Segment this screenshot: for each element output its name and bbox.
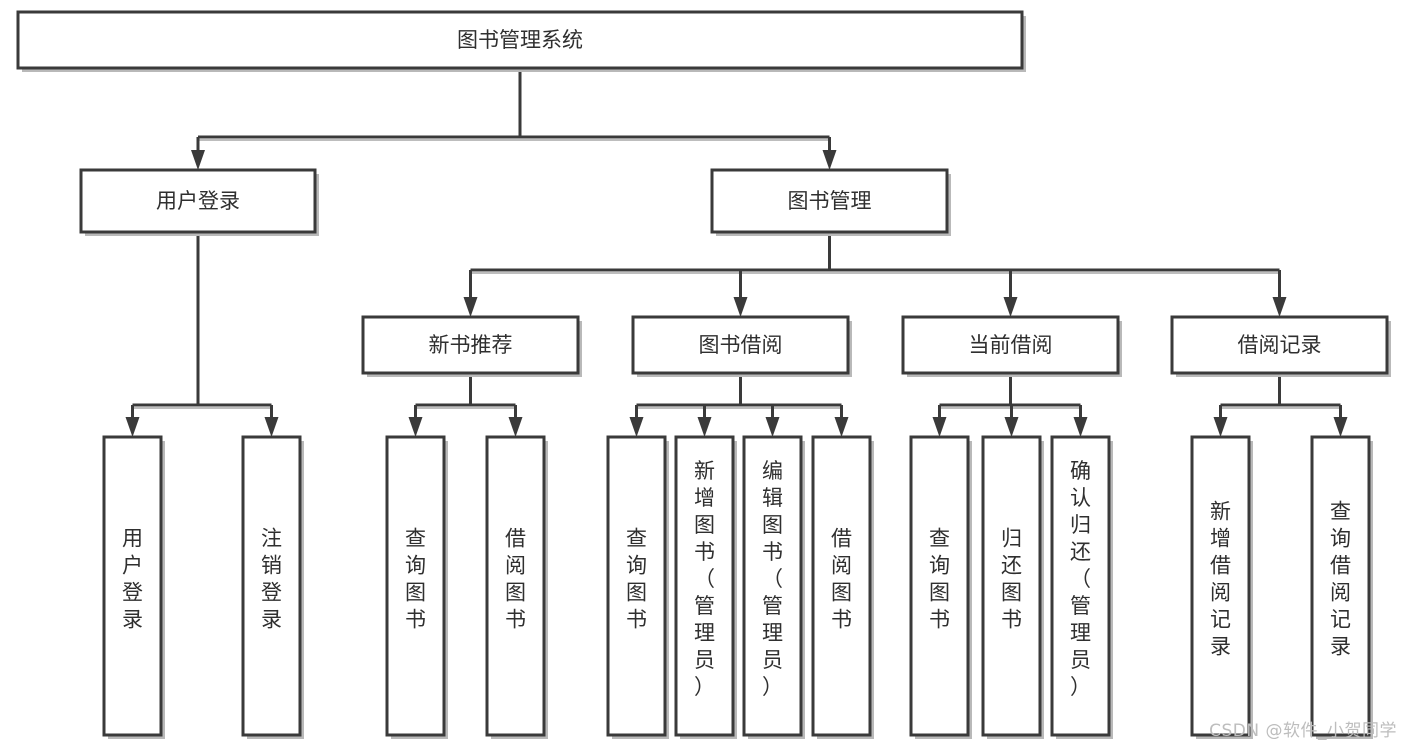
- node-layer: 图书管理系统用户登录图书管理新书推荐图书借阅当前借阅借阅记录用户登录注销登录查询…: [16, 10, 1391, 739]
- node-book-borrow[interactable]: 图书借阅: [631, 315, 852, 377]
- node-leaf-return-book[interactable]: 归还图书: [981, 435, 1044, 739]
- node-book-manage[interactable]: 图书管理: [710, 168, 951, 236]
- node-label: 查询图书: [929, 527, 950, 632]
- node-leaf-edit-book[interactable]: 编辑图书（管理员）: [742, 435, 805, 739]
- node-label: 借阅图书: [831, 527, 852, 632]
- node-label: 图书管理: [788, 189, 872, 213]
- node-label: 注销登录: [261, 527, 282, 632]
- node-leaf-query-book-2[interactable]: 查询图书: [606, 435, 669, 739]
- node-root-图书管理系统[interactable]: 图书管理系统: [16, 10, 1026, 72]
- connector-group: [408, 373, 523, 437]
- node-leaf-confirm-return[interactable]: 确认归还（管理员）: [1050, 435, 1113, 739]
- node-label: 借阅记录: [1238, 333, 1322, 357]
- node-leaf-user-login[interactable]: 用户登录: [102, 435, 165, 739]
- node-label: 查询借阅记录: [1330, 500, 1351, 659]
- node-label: 借阅图书: [505, 527, 526, 632]
- node-borrow-record[interactable]: 借阅记录: [1170, 315, 1391, 377]
- node-label: 确认归还（管理员）: [1070, 459, 1091, 699]
- node-user-login[interactable]: 用户登录: [79, 168, 319, 236]
- connector-group: [629, 373, 849, 437]
- connector-group: [1213, 373, 1348, 437]
- node-label: 编辑图书（管理员）: [762, 459, 783, 699]
- connector-group: [463, 232, 1287, 317]
- connector-layer: [125, 68, 1348, 437]
- node-leaf-query-book-1[interactable]: 查询图书: [385, 435, 448, 739]
- node-leaf-borrow-book-2[interactable]: 借阅图书: [811, 435, 874, 739]
- node-label: 新增借阅记录: [1210, 500, 1231, 659]
- node-label: 图书管理系统: [457, 28, 583, 52]
- node-label: 查询图书: [626, 527, 647, 632]
- node-label: 新书推荐: [429, 333, 513, 357]
- node-leaf-logout[interactable]: 注销登录: [241, 435, 304, 739]
- node-label: 新增图书（管理员）: [694, 459, 715, 699]
- node-label: 当前借阅: [969, 333, 1053, 357]
- connector-group: [932, 373, 1088, 437]
- node-leaf-borrow-book-1[interactable]: 借阅图书: [485, 435, 548, 739]
- node-label: 用户登录: [122, 527, 143, 632]
- node-current-borrow[interactable]: 当前借阅: [901, 315, 1122, 377]
- node-leaf-add-book[interactable]: 新增图书（管理员）: [674, 435, 737, 739]
- node-label: 图书借阅: [699, 333, 783, 357]
- node-label: 查询图书: [405, 527, 426, 632]
- node-label: 归还图书: [1001, 527, 1022, 632]
- watermark-text: CSDN @软件_小贺同学: [1209, 721, 1397, 741]
- node-label: 用户登录: [156, 189, 240, 213]
- connector-group: [191, 68, 837, 170]
- node-leaf-add-record[interactable]: 新增借阅记录: [1190, 435, 1253, 739]
- node-new-book-recommend[interactable]: 新书推荐: [361, 315, 582, 377]
- node-leaf-query-record[interactable]: 查询借阅记录: [1310, 435, 1373, 739]
- connector-group: [125, 232, 279, 437]
- node-leaf-query-book-3[interactable]: 查询图书: [909, 435, 972, 739]
